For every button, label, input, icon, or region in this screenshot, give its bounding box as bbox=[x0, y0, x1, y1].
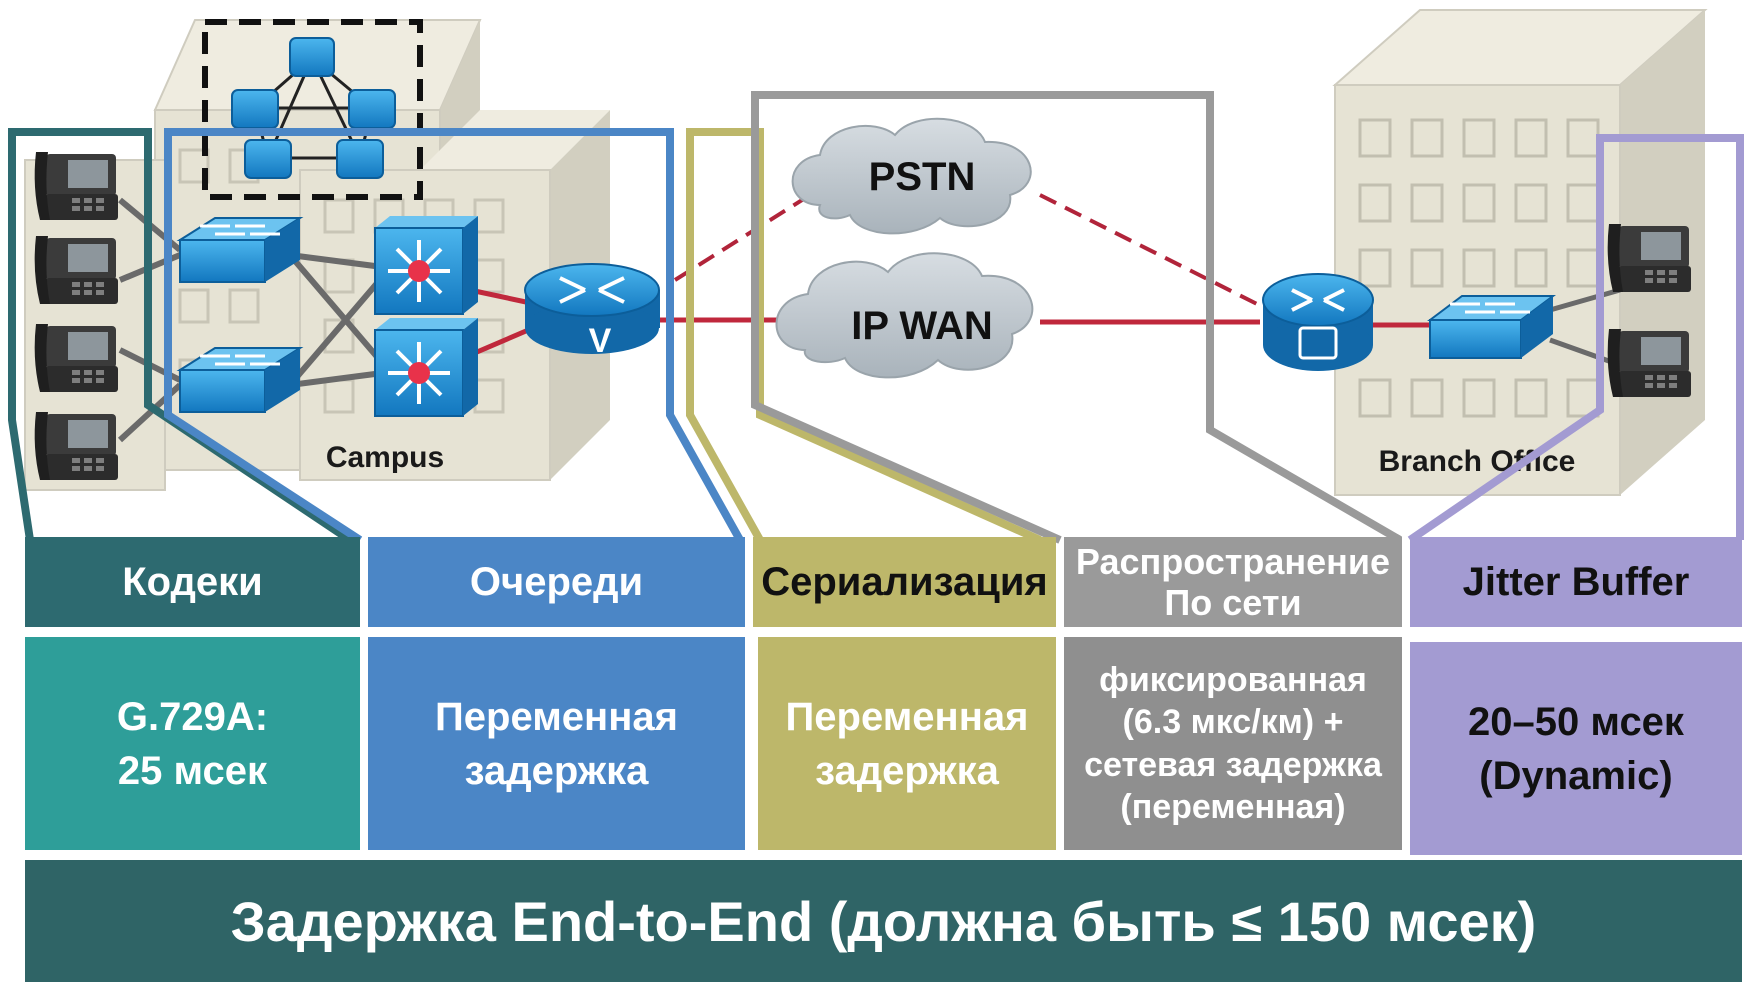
pstn-cloud-icon bbox=[791, 117, 1032, 235]
jitter-stage-outline bbox=[1407, 134, 1744, 544]
stage-value-propagation: фиксированная (6.3 мкс/км) + сетевая зад… bbox=[1064, 637, 1402, 850]
stage-value-jitter-buffer: 20–50 мсек (Dynamic) bbox=[1410, 642, 1742, 855]
server-icon bbox=[244, 139, 292, 179]
stage-header-label: Очереди bbox=[469, 559, 644, 604]
call-manager-cluster bbox=[202, 19, 423, 200]
stage-header-label: Jitter Buffer bbox=[1462, 559, 1690, 604]
queue-stage-outline bbox=[164, 128, 744, 544]
ip-phone-icon bbox=[34, 324, 118, 392]
branch-switch-icon bbox=[1427, 295, 1556, 359]
ip-phone-icon bbox=[1607, 329, 1691, 397]
pstn-dashed-links bbox=[673, 193, 1266, 310]
end-to-end-delay-text: Задержка End-to-End (должна быть ≤ 150 м… bbox=[230, 889, 1537, 953]
voice-router-icon bbox=[524, 263, 660, 354]
stage-header-serialization: Сериализация bbox=[753, 537, 1056, 627]
serialization-stage-outline bbox=[686, 128, 1042, 544]
stage-value-text: G.729A: 25 мсек bbox=[116, 694, 269, 793]
server-icon bbox=[336, 139, 384, 179]
stage-header-jitter-buffer: Jitter Buffer bbox=[1410, 537, 1742, 627]
pstn-label: PSTN bbox=[869, 155, 976, 199]
multilayer-switch-icon bbox=[374, 318, 478, 417]
ipwan-cloud-icon bbox=[775, 252, 1034, 379]
access-switch-icon bbox=[176, 347, 304, 413]
branch-router-icon bbox=[1262, 273, 1374, 371]
ip-phone-icon bbox=[1607, 224, 1691, 292]
stage-value-serialization: Переменная задержка bbox=[758, 637, 1056, 850]
server-icon bbox=[231, 89, 279, 129]
stage-header-propagation: Распространение По сети bbox=[1064, 537, 1402, 627]
campus-label: Campus bbox=[326, 441, 444, 474]
ip-phone-icon bbox=[34, 236, 118, 304]
stage-value-text: Переменная задержка bbox=[435, 694, 678, 793]
stage-value-queues: Переменная задержка bbox=[368, 637, 745, 850]
stage-value-text: 20–50 мсек (Dynamic) bbox=[1468, 699, 1684, 798]
end-to-end-delay-banner: Задержка End-to-End (должна быть ≤ 150 м… bbox=[25, 860, 1742, 982]
stage-header-codecs: Кодеки bbox=[25, 537, 360, 627]
access-switch-icon bbox=[176, 217, 304, 283]
ipwan-label: IP WAN bbox=[851, 304, 993, 348]
stage-header-queues: Очереди bbox=[368, 537, 745, 627]
server-icon bbox=[348, 89, 396, 129]
multilayer-switch-icon bbox=[374, 216, 478, 315]
ip-phone-icon bbox=[34, 152, 118, 220]
stage-header-label: Кодеки bbox=[122, 559, 263, 604]
stage-value-text: фиксированная (6.3 мкс/км) + сетевая зад… bbox=[1084, 660, 1382, 827]
stage-header-label: Сериализация bbox=[761, 559, 1048, 604]
ip-phone-icon bbox=[34, 412, 118, 480]
voice-router-badge: V bbox=[589, 322, 612, 360]
server-icon bbox=[289, 37, 335, 77]
stage-value-text: Переменная задержка bbox=[785, 694, 1029, 793]
stage-value-codecs: G.729A: 25 мсек bbox=[25, 637, 360, 850]
stage-header-label: Распространение По сети bbox=[1075, 540, 1391, 623]
propagation-stage-outline bbox=[751, 91, 1403, 544]
